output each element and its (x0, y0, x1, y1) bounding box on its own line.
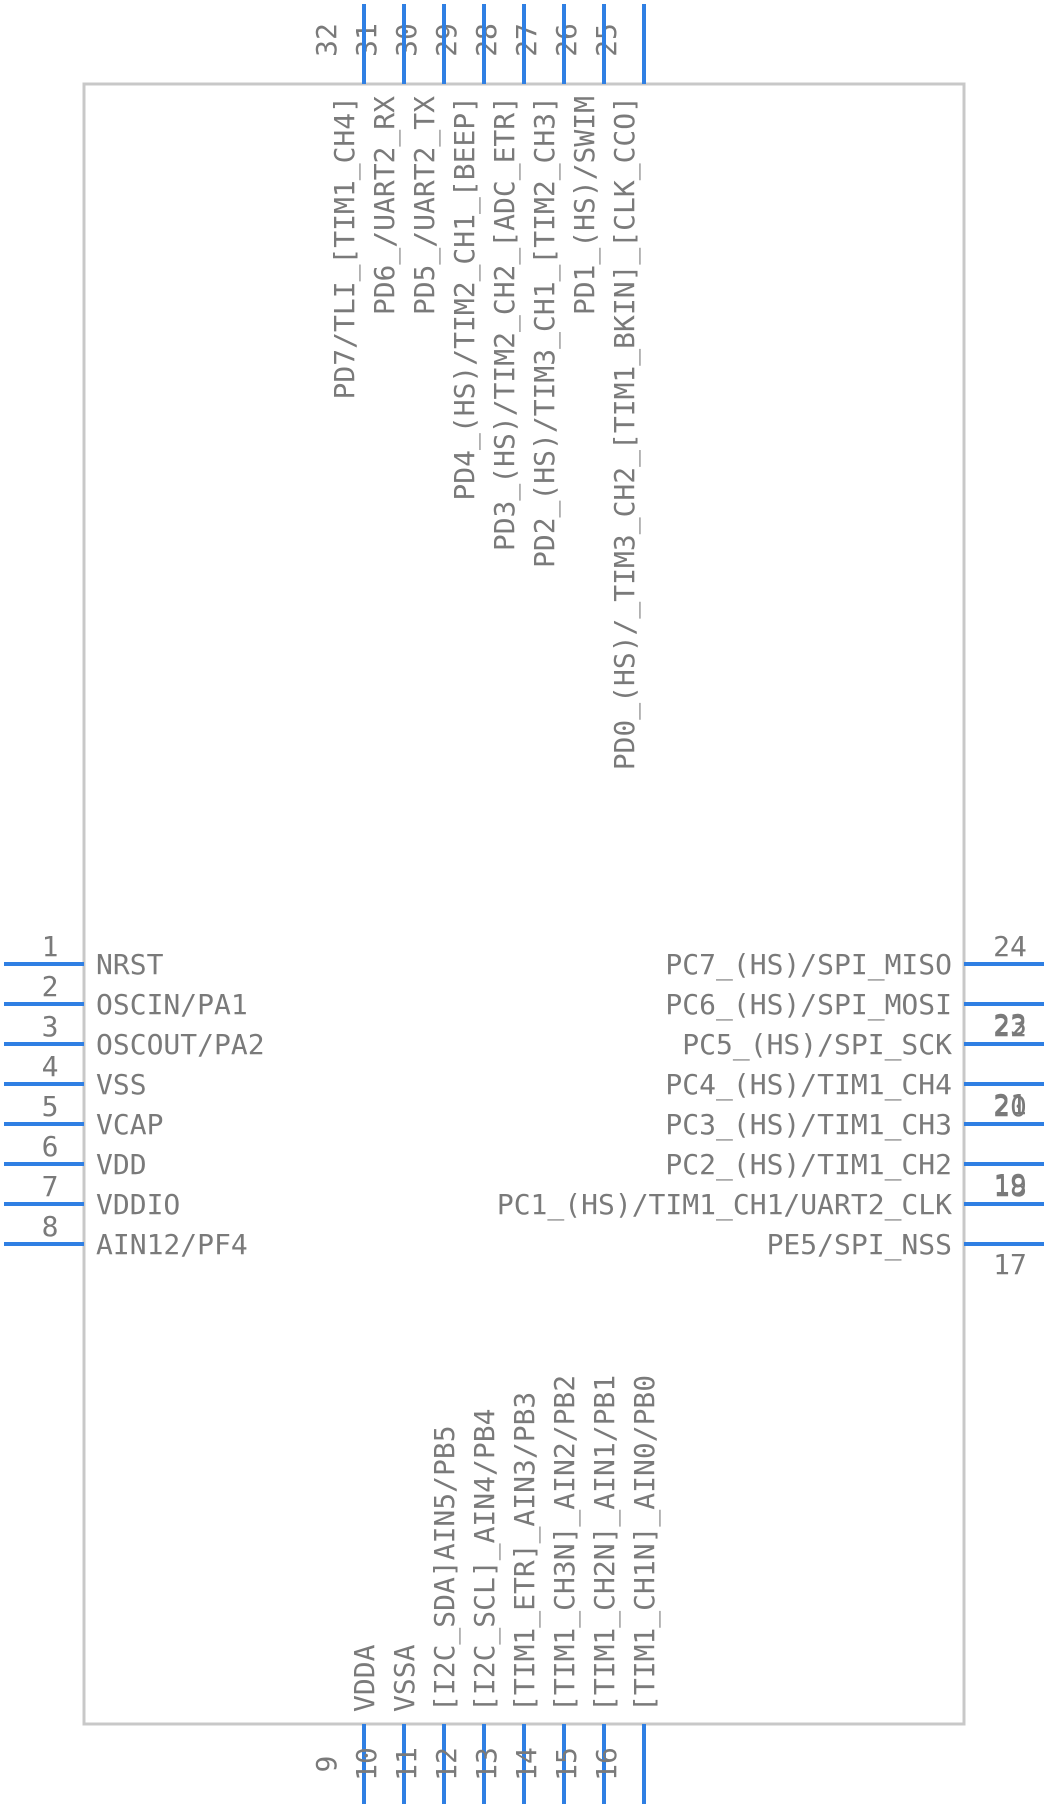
pin-19-number: 19 (993, 1168, 1027, 1201)
pin-28-number: 28 (470, 23, 503, 57)
pin-26-number: 26 (550, 23, 583, 57)
pin-7-label: VDDIO (96, 1188, 180, 1221)
pin-2-number: 2 (42, 970, 59, 1003)
pin-19-label: PC2_(HS)/TIM1_CH2 (665, 1148, 952, 1182)
pin-27-label: PD2_(HS)/TIM3_CH1_[TIM2_CH3] (528, 96, 562, 568)
pin-5-label: VCAP (96, 1108, 163, 1141)
pin-8-label: AIN12/PF4 (96, 1228, 248, 1261)
pin-1-label: NRST (96, 948, 164, 981)
pin-17-number: 17 (993, 1248, 1027, 1281)
pin-1-number: 1 (42, 930, 59, 963)
pin-3-number: 3 (42, 1010, 59, 1043)
pin-8-number: 8 (42, 1210, 59, 1243)
pin-10-label: VSSA (388, 1644, 421, 1712)
pin-14-label: [TIM1_CH3N]_AIN2/PB2 (548, 1375, 582, 1712)
pin-23-number: 23 (993, 1008, 1027, 1041)
pin-29-number: 29 (430, 23, 463, 57)
pin-2-label: OSCIN/PA1 (96, 988, 248, 1021)
pin-4-label: VSS (96, 1068, 147, 1101)
pin-11-number: 11 (390, 1747, 423, 1781)
pin-4-number: 4 (42, 1050, 59, 1083)
pin-5-number: 5 (42, 1090, 59, 1123)
pin-6-number: 6 (42, 1130, 59, 1163)
pin-27-number: 27 (510, 23, 543, 57)
right-pin-group: 17 PE5/SPI_NSS 18PC1_(HS)/TIM1_CH1/UART2_C… (497, 930, 1044, 1281)
pin-11-label: [I2C_SDA]AIN5/PB5 (428, 1425, 462, 1712)
pin-20-label: PC3_(HS)/TIM1_CH3 (665, 1108, 952, 1142)
pin-24-label: PC7_(HS)/SPI_MISO (665, 948, 952, 982)
top-pin-group: 25PD0_(HS)/_TIM3_CH2_[TIM1_BKIN]_[CLK_CC… (310, 4, 646, 770)
pin-31-number: 31 (350, 23, 383, 57)
pin-22-label: PC5_(HS)/SPI_SCK (682, 1028, 952, 1062)
pin-18-number: 18 (993, 1170, 1027, 1203)
pin-31-label: PD6_/UART2_RX (368, 96, 402, 315)
pin-24-number: 24 (993, 930, 1027, 963)
pin-10-number: 10 (350, 1747, 383, 1781)
pin-7-number: 7 (42, 1170, 59, 1203)
pin-21-label: PC4_(HS)/TIM1_CH4 (665, 1068, 952, 1102)
pin-15-number: 15 (550, 1747, 583, 1781)
pin-30-label: PD5_/UART2_TX (408, 96, 442, 315)
pin-32-number: 32 (310, 23, 343, 57)
pin-30-number: 30 (390, 23, 423, 57)
pin-9-label: VDDA (348, 1644, 381, 1712)
pin-25-number: 25 (590, 23, 623, 57)
pin-22-number: 22 (993, 1010, 1027, 1043)
pin-26-label: PD1_(HS)/SWIM (568, 96, 602, 315)
pin-23-label: PC6_(HS)/SPI_MOSI (665, 988, 952, 1022)
pin-21-number: 21 (993, 1088, 1027, 1121)
pin-18-label: PC1_(HS)/TIM1_CH1/UART2_CLK (497, 1188, 952, 1222)
pin-6-label: VDD (96, 1148, 147, 1181)
pin-13-number: 13 (470, 1747, 503, 1781)
pin-3-label: OSCOUT/PA2 (96, 1028, 265, 1061)
pin-29-label: PD4_(HS)/TIM2_CH1_[BEEP] (448, 96, 482, 501)
pin-12-label: [I2C_SCL]_AIN4/PB4 (468, 1409, 502, 1712)
pin-25-label: PD0_(HS)/_TIM3_CH2_[TIM1_BKIN]_[CLK_CCO] (608, 96, 642, 770)
pin-15-label: [TIM1_CH2N]_AIN1/PB1 (588, 1375, 622, 1712)
pin-12-number: 12 (430, 1747, 463, 1781)
pin-9-number: 9 (310, 1756, 343, 1773)
pin-20-number: 20 (993, 1090, 1027, 1123)
pin-13-label: [TIM1_ETR]_AIN3/PB3 (508, 1392, 542, 1712)
pin-17-label: PE5/SPI_NSS (767, 1228, 952, 1262)
pin-28-label: PD3_(HS)/TIM2_CH2_[ADC_ETR] (488, 96, 522, 551)
bottom-pin-group: 9 VDDA 10 VSSA 11 [I2C_SDA]AIN5/PB5 12 [I2C_SCL… (310, 1375, 662, 1804)
pin-16-label: [TIM1_CH1N]_AIN0/PB0 (628, 1375, 662, 1712)
pin-32-label: PD7/TLI_[TIM1_CH4] (328, 96, 362, 399)
pin-16-number: 16 (590, 1747, 623, 1781)
pin-14-number: 14 (510, 1747, 543, 1781)
